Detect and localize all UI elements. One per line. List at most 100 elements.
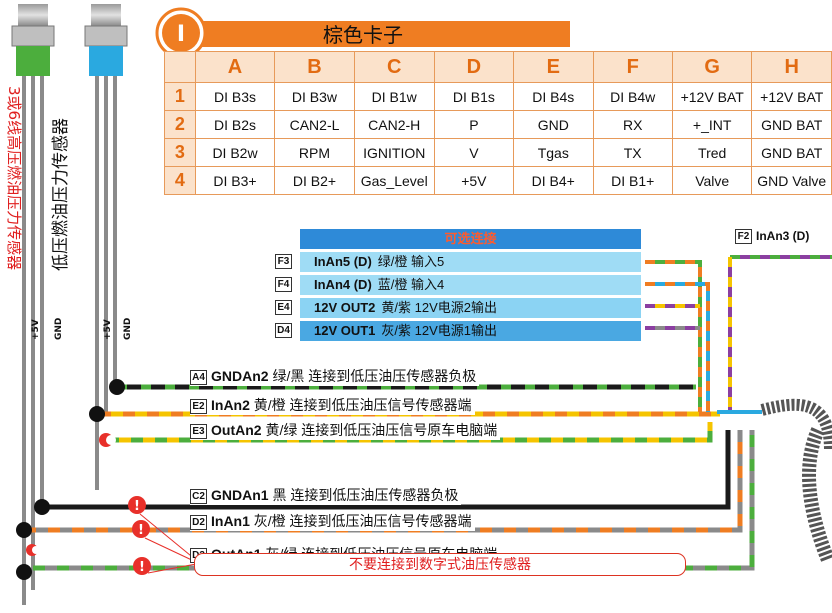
pin-badge: A4 <box>190 369 207 385</box>
sensor2-body <box>89 46 123 76</box>
col-header: F <box>592 51 673 83</box>
header-number: I <box>177 22 185 47</box>
optional-desc: 绿/橙 输入5 <box>377 254 445 269</box>
optional-code: InAn5 (D) <box>314 254 372 269</box>
table-cell: Tgas <box>513 138 594 167</box>
table-cell: DI B1s <box>433 82 515 111</box>
table-row: 1 DI B3s DI B3w DI B1w DI B1s DI B4s DI … <box>164 82 832 111</box>
row-header: 4 <box>164 166 196 195</box>
opt-wire-f3 <box>645 260 702 412</box>
optional-desc: 蓝/橙 输入4 <box>377 277 445 292</box>
table-cell: DI B2w <box>194 138 276 167</box>
wire-desc: 黄/绿 连接到低压油压信号原车电脑端 <box>265 422 498 438</box>
pin-badge: F2 <box>735 229 752 245</box>
optional-code: InAn4 (D) <box>314 277 372 292</box>
table-header-row: A B C D E F G H <box>164 51 832 83</box>
col-header: B <box>274 51 355 83</box>
warning-pointer-1 <box>139 513 197 561</box>
junction-d2 <box>16 522 32 538</box>
table-cell: CAN2-H <box>353 110 435 139</box>
sensor1-thread <box>18 4 48 26</box>
pin-badge: F4 <box>275 277 292 292</box>
table-cell: DI B1w <box>353 82 435 111</box>
table-cell: DI B2s <box>194 110 276 139</box>
wire-desc: 灰/橙 连接到低压油压信号传感器端 <box>253 513 472 529</box>
optional-code: 12V OUT1 <box>314 323 376 338</box>
table-cell: DI B2+ <box>274 166 355 195</box>
table-cell: GND BAT <box>751 110 832 139</box>
cut-d3-inner <box>32 546 40 554</box>
sensor2-gnd-label: GND <box>123 318 133 340</box>
high-pressure-sensor: 3或6线高压燃油压力传感器 +5V GND <box>5 4 64 605</box>
sensor1-gnd-label: GND <box>54 318 64 340</box>
optional-desc: 黄/紫 12V电源2输出 <box>381 300 498 315</box>
sensor1-5v-label: +5V <box>31 319 41 340</box>
opt-wire-f4-stripe <box>645 282 710 412</box>
table-cell: GND <box>513 110 594 139</box>
wire-code: InAn1 <box>211 513 250 529</box>
table-cell: Tred <box>671 138 753 167</box>
wire-desc: 黄/橙 连接到低压油压信号传感器端 <box>253 397 472 413</box>
warning-note: 不要连接到数字式油压传感器 <box>194 553 686 576</box>
table-cell: +12V BAT <box>671 82 753 111</box>
warning-icon-3 <box>133 557 151 575</box>
wire-code: GNDAn2 <box>211 368 269 384</box>
optional-desc: 灰/紫 12V电源1输出 <box>381 323 498 338</box>
pin-badge: E2 <box>190 398 207 414</box>
table-cell: DI B1+ <box>592 166 673 195</box>
sensor1-body <box>16 46 50 76</box>
loom-upper <box>760 398 832 451</box>
table-corner <box>164 51 196 83</box>
pin-table: A B C D E F G H 1 DI B3s DI B3w DI B1w D… <box>164 51 832 195</box>
junction-c2 <box>34 499 50 515</box>
pin-badge: D4 <box>275 323 292 338</box>
header-bar <box>200 21 570 47</box>
table-cell: DI B4s <box>513 82 594 111</box>
table-row: 2 DI B2s CAN2-L CAN2-H P GND RX +_INT GN… <box>164 110 832 139</box>
wire-code: GNDAn1 <box>211 487 269 503</box>
col-header: D <box>433 51 515 83</box>
table-cell: GND BAT <box>751 138 832 167</box>
optional-connections: 可选连接 F3 InAn5 (D)绿/橙 输入5 F4 InAn4 (D)蓝/橙… <box>275 229 641 341</box>
col-header: E <box>513 51 594 83</box>
wire-code: OutAn2 <box>211 422 262 438</box>
pin-badge: E4 <box>275 300 292 315</box>
connector-header: 棕色卡子 I <box>155 7 570 59</box>
header-circle-fill <box>162 14 200 52</box>
table-cell: +12V BAT <box>751 82 832 111</box>
row-header: 1 <box>164 82 196 111</box>
optional-wires <box>645 255 832 414</box>
wire-code: InAn2 <box>211 397 250 413</box>
row-header: 3 <box>164 138 196 167</box>
optional-row: D4 12V OUT1 灰/紫 12V电源1输出 <box>275 321 641 341</box>
low-pressure-label: 低压燃油压力传感器 <box>51 118 71 271</box>
table-row: 3 DI B2w RPM IGNITION V Tgas TX Tred GND… <box>164 138 832 167</box>
table-cell: DI B4w <box>592 82 673 111</box>
pin-badge: C2 <box>190 488 207 504</box>
table-cell: DI B3+ <box>194 166 276 195</box>
table-cell: Gas_Level <box>353 166 435 195</box>
table-cell: V <box>433 138 515 167</box>
warning-pointer-3 <box>147 563 197 574</box>
warning-markers: ! ! ! <box>128 496 197 575</box>
sensor1-nut <box>11 25 55 47</box>
sensor2-5v-label: +5V <box>103 319 113 340</box>
pin-badge: D2 <box>190 514 207 530</box>
high-pressure-label: 3或6线高压燃油压力传感器 <box>5 86 23 270</box>
junction-e2 <box>89 406 105 422</box>
svg-text:!: ! <box>139 560 145 575</box>
table-cell: RPM <box>274 138 355 167</box>
table-cell: DI B3s <box>194 82 276 111</box>
table-cell: P <box>433 110 515 139</box>
table-cell: CAN2-L <box>274 110 355 139</box>
table-cell: +5V <box>433 166 515 195</box>
cable-loom <box>760 398 832 563</box>
junction-a4 <box>109 379 125 395</box>
svg-text:!: ! <box>134 499 140 514</box>
